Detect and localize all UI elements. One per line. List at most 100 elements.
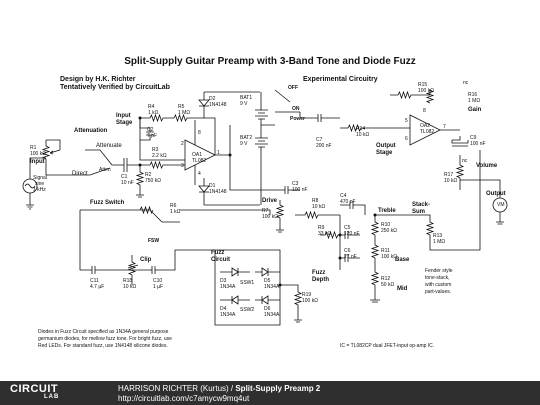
capacitor-c3	[229, 155, 300, 194]
diode-d2	[198, 92, 210, 118]
fender-note-line-4: part-values.	[425, 289, 452, 295]
resistor-r2	[127, 164, 145, 195]
pin-number: 6	[405, 136, 408, 142]
direct-label: Direct	[72, 171, 88, 177]
footer-attribution: HARRISON RICHTER (Kurtus) / Split-Supply…	[118, 384, 320, 393]
signal-label: Signal	[33, 175, 47, 181]
ground-symbol-input	[26, 204, 34, 210]
resistor-r5	[168, 113, 216, 155]
ground-r7	[276, 229, 284, 233]
ground-r19	[294, 319, 302, 323]
circuit-schematic	[22, 89, 508, 326]
capacitor-c1	[123, 158, 128, 172]
attenuate-label: Attenuate	[96, 143, 122, 149]
stack-sum-label-2: Sum	[412, 209, 426, 215]
battery-wires	[260, 92, 275, 205]
capacitor-c6	[340, 254, 360, 262]
schematic-title: Split-Supply Guitar Preamp with 3-Band T…	[124, 56, 416, 67]
fender-note-line-3: with custom	[425, 282, 452, 288]
input-wires	[29, 157, 46, 205]
designer-note: Design by H.K. Richter	[60, 76, 136, 83]
pin-number: 1	[217, 150, 220, 156]
resistor-r3	[140, 160, 185, 170]
fuzz-circuit-label: Fuzz	[211, 250, 225, 256]
opamp-oa2	[409, 114, 441, 146]
capacitor-c5	[340, 231, 360, 239]
output-stage-label: Output	[376, 143, 396, 149]
diode-note-line-1: Diodes in Fuzz Circuit specified as 1N34…	[38, 329, 169, 335]
circuitlab-logo[interactable]: CIRCUIT	[10, 383, 59, 395]
stack-sum-r13	[375, 150, 481, 251]
fsw-label: FSW	[148, 238, 160, 244]
footer-url-link[interactable]: http://circuitlab.com/c7amycw9mq4ut	[118, 394, 250, 403]
gain-label: Gain	[468, 107, 482, 113]
verified-note: Tentatively Verified by CircuitLab	[60, 84, 170, 91]
pin-number: 3	[181, 163, 184, 169]
fender-note-line-2: tone-stack,	[425, 275, 450, 281]
fuzz-switch-label: Fuzz Switch	[90, 200, 125, 206]
diode-d3	[220, 267, 250, 277]
diode-d5	[255, 267, 280, 277]
signal-freq-label: 1 kHz	[33, 187, 46, 193]
drive-label: Drive	[262, 198, 278, 204]
ssw1-label: SSW1	[240, 280, 255, 286]
battery-bat2	[255, 137, 268, 148]
pin-number: 4	[198, 171, 201, 177]
gain-pot-r16	[390, 89, 435, 104]
vm-label: VM	[497, 202, 505, 208]
mid-label: Mid	[397, 286, 408, 292]
opamp-oa1	[184, 139, 216, 171]
output-wires	[460, 179, 504, 225]
footer-bar: CIRCUIT LAB HARRISON RICHTER (Kurtus) / …	[0, 381, 540, 405]
footer-project-title: Split-Supply Preamp 2	[235, 384, 321, 393]
ground-r2	[136, 194, 144, 198]
attenuation-label: Attenuation	[74, 128, 108, 134]
atten-switch-label: Atten	[99, 167, 111, 173]
resistor-r9	[320, 215, 341, 270]
fuzz-depth-label: Fuzz	[312, 270, 326, 276]
attenuation-pot	[41, 140, 51, 170]
treble-label: Treble	[378, 208, 396, 214]
supply-wires	[204, 91, 260, 206]
feedback-wire	[139, 118, 185, 161]
clip-label: Clip	[140, 257, 152, 263]
off-label: OFF	[288, 85, 298, 91]
tone-stack-pots	[370, 215, 380, 300]
capacitor-c7	[299, 112, 340, 122]
diode-d6	[255, 295, 280, 305]
experimental-note: Experimental Circuitry	[303, 76, 378, 83]
nc-label-2: nc	[462, 158, 468, 164]
nc-label-1: nc	[463, 80, 469, 86]
input-label: Input	[30, 159, 45, 165]
fuzz-switch-fsw	[80, 209, 180, 223]
